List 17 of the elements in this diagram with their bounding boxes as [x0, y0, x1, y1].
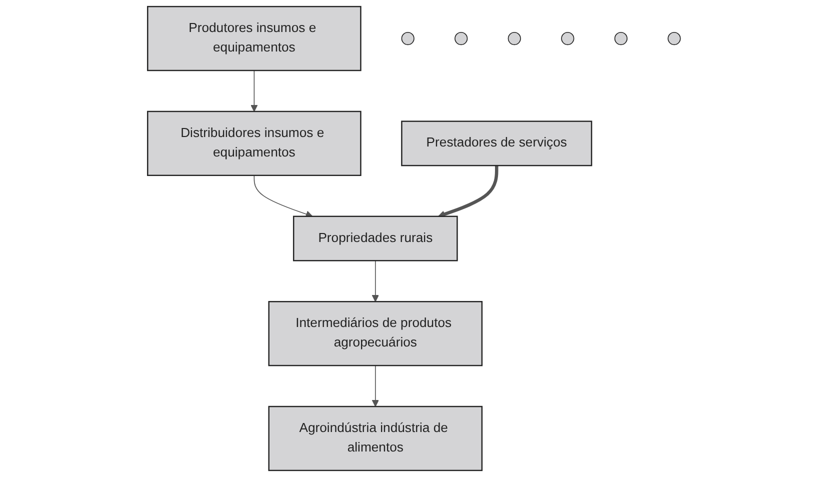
- node-circle: [400, 32, 414, 46]
- node-circle: [667, 32, 680, 46]
- arrow: [250, 70, 258, 112]
- arrow: [253, 174, 312, 218]
- node-circle: [454, 32, 468, 46]
- node-box: Propriedades rurais: [292, 216, 458, 262]
- node-box: Produtores insumos e equipamentos: [146, 6, 361, 72]
- arrow: [438, 166, 498, 218]
- node-box: Intermediários de produtos agropecuários: [268, 301, 482, 366]
- node-box: Prestadores de serviços: [400, 120, 592, 166]
- arrow: [371, 260, 378, 302]
- node-box: Distribuidores insumos e equipamentos: [146, 110, 361, 176]
- node-box: Agroindústria indústria de alimentos: [268, 406, 482, 472]
- node-circle: [560, 32, 574, 46]
- arrow: [371, 365, 378, 407]
- node-circle: [614, 32, 627, 46]
- node-circle: [507, 32, 520, 46]
